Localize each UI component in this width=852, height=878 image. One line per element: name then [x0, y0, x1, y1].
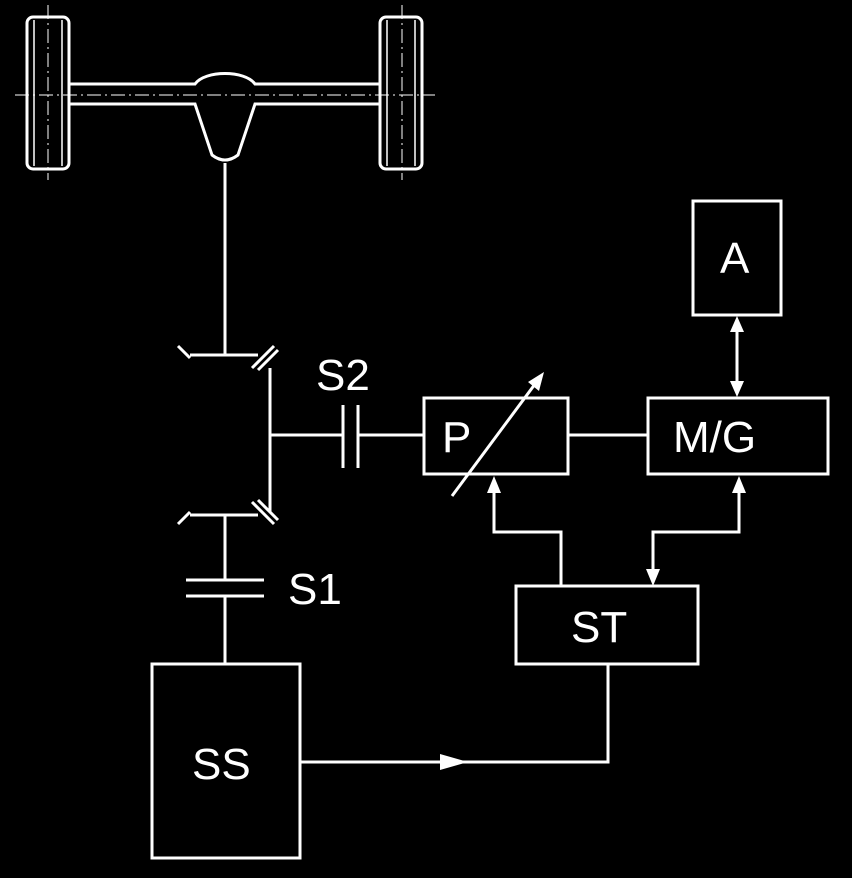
label-ss: SS — [192, 740, 251, 789]
a-mg-arrow-up — [730, 316, 744, 332]
ss-to-st-arrow — [440, 754, 468, 770]
st-to-p-line — [492, 492, 563, 586]
label-s2: S2 — [316, 351, 370, 400]
ss-box — [150, 662, 302, 860]
gear-set — [176, 344, 343, 526]
label-p: P — [442, 413, 471, 462]
clutch-s1: S1 — [186, 515, 342, 664]
left-wheel — [25, 15, 71, 171]
p-unit: P — [422, 372, 570, 497]
mg-box — [646, 396, 830, 476]
label-s1: S1 — [288, 565, 342, 614]
st-mg-arrow-up — [732, 476, 746, 493]
axle-beam-lower — [69, 102, 380, 162]
left-wheel-tire — [25, 15, 71, 171]
st-to-p-arrow — [487, 476, 501, 493]
axle-assembly — [15, 5, 435, 355]
a-box — [691, 199, 783, 317]
mg-unit: M/G — [646, 396, 830, 476]
a-mg-arrow-down — [730, 381, 744, 397]
axle-beam — [69, 72, 380, 86]
ss-unit: SS — [150, 662, 610, 860]
label-st: ST — [571, 603, 627, 652]
variable-arrow-head — [528, 372, 544, 391]
ss-to-st-line — [300, 664, 610, 764]
variable-arrow — [450, 379, 540, 497]
st-unit: ST — [487, 476, 746, 666]
st-mg-arrow-down — [646, 569, 660, 586]
a-unit: A — [691, 199, 783, 397]
label-mg: M/G — [673, 413, 756, 462]
right-wheel-tire — [378, 15, 424, 171]
clutch-s2: S2 — [316, 351, 424, 468]
label-a: A — [720, 234, 750, 283]
st-box — [514, 584, 700, 666]
st-mg-line — [651, 492, 741, 572]
right-wheel — [378, 15, 424, 171]
